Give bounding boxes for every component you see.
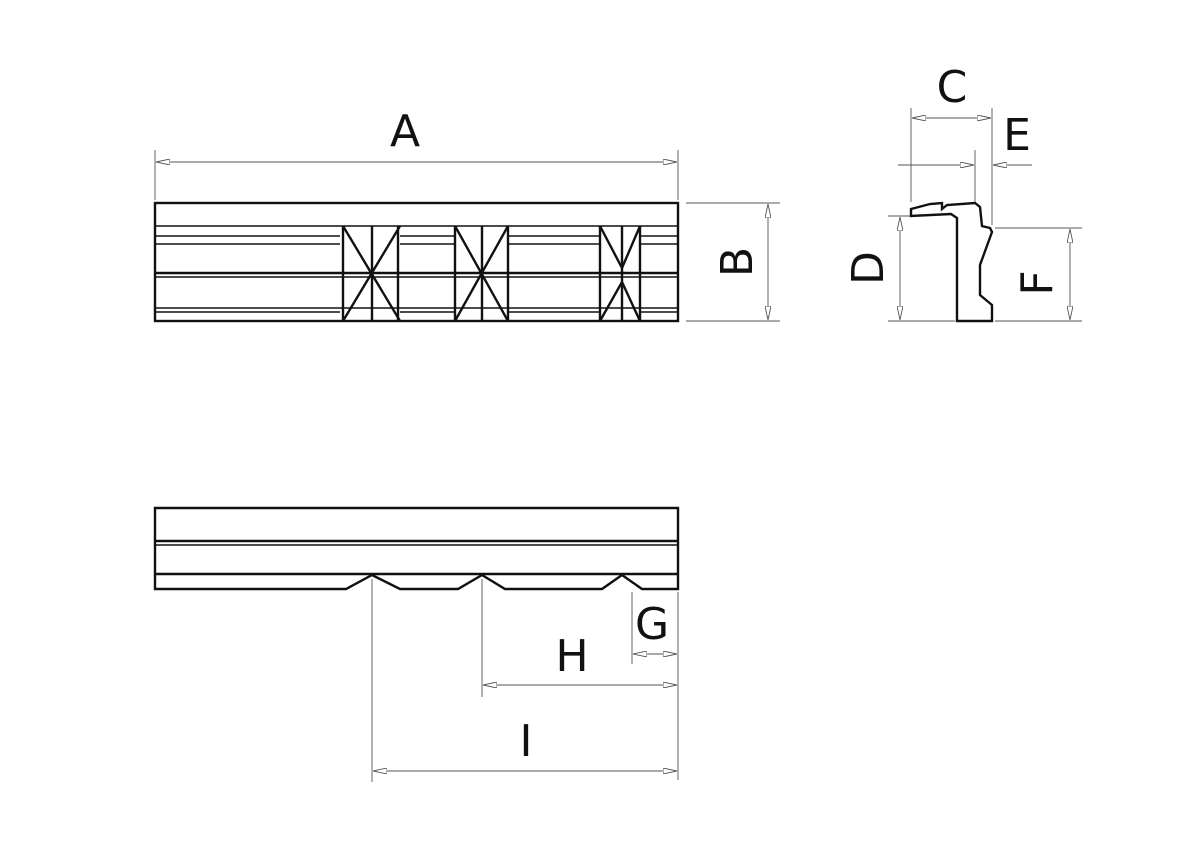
dimension-g (631, 592, 679, 780)
label-a: A (390, 106, 420, 157)
dimension-d (888, 215, 955, 322)
side-view (909, 201, 994, 323)
label-d: D (843, 251, 894, 285)
dimension-i (371, 579, 677, 782)
label-b: B (712, 247, 763, 277)
label-f: F (1012, 270, 1063, 295)
label-g: G (635, 599, 669, 650)
dimension-b (686, 202, 780, 322)
label-h: H (555, 631, 588, 682)
dimension-c (910, 108, 993, 225)
bottom-view (153, 506, 680, 591)
front-view (153, 201, 680, 323)
label-c: C (937, 62, 968, 113)
dimension-e (898, 150, 1032, 202)
dimension-h (481, 579, 677, 697)
label-i: I (520, 716, 533, 767)
dimension-f (995, 227, 1082, 322)
dimension-a (154, 150, 679, 200)
label-e: E (1003, 110, 1031, 161)
